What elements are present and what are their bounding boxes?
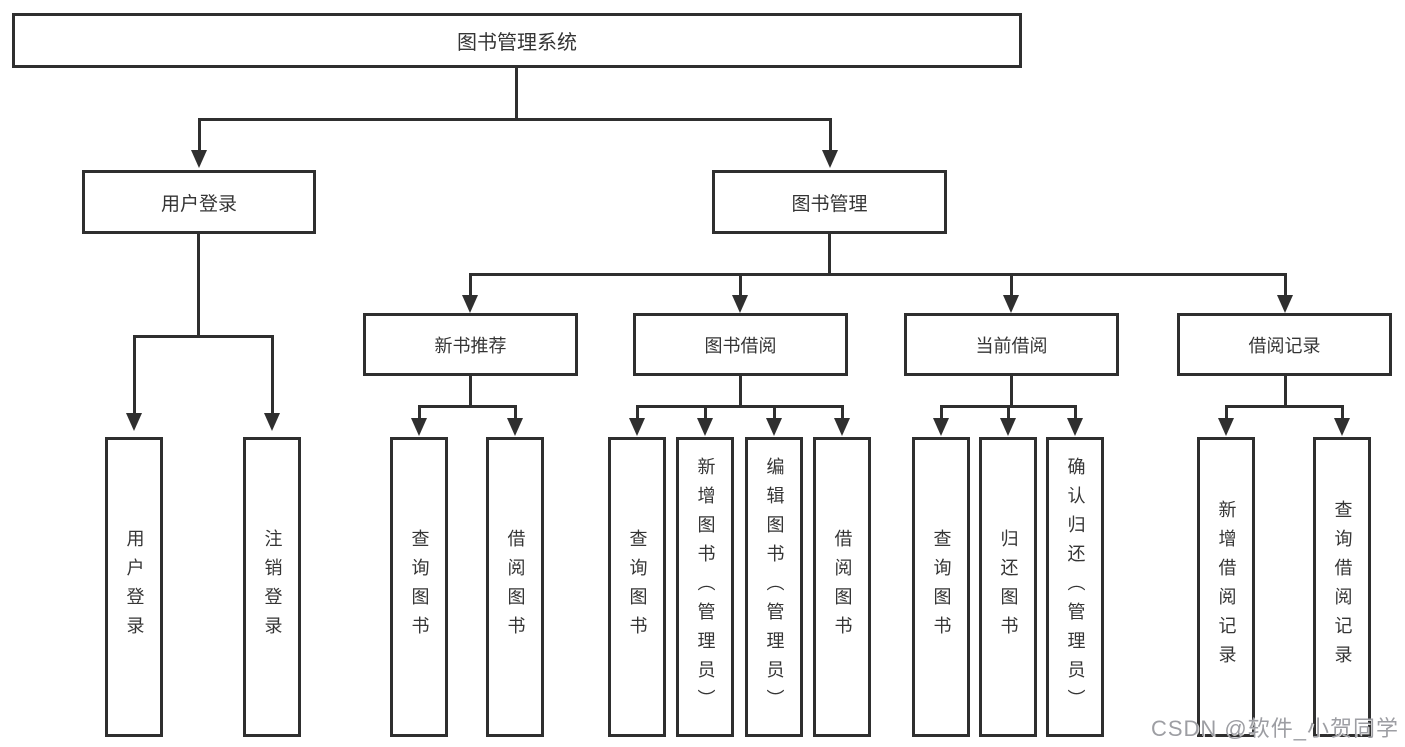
node-user-login: 用户登录: [82, 170, 316, 234]
leaf-borrow-books-2: 借阅图书: [813, 437, 871, 737]
arrowhead-icon: [126, 413, 142, 431]
arrowhead-icon: [462, 295, 478, 313]
leaf-add-borrow-record: 新增借阅记录: [1197, 437, 1255, 737]
connector-line: [636, 405, 844, 408]
arrow-stem: [133, 335, 136, 415]
arrow-stem: [704, 405, 707, 420]
node-label: 新书推荐: [434, 335, 507, 356]
node-label: 图书借阅: [704, 335, 777, 356]
arrow-stem: [198, 118, 201, 152]
leaf-label: 新增图书（管理员）: [695, 456, 716, 718]
leaf-add-books-admin: 新增图书（管理员）: [676, 437, 734, 737]
arrow-stem: [418, 405, 421, 420]
arrowhead-icon: [697, 418, 713, 436]
arrowhead-icon: [1277, 295, 1293, 313]
leaf-user-login: 用户登录: [105, 437, 163, 737]
arrow-stem: [271, 335, 274, 415]
node-label: 图书管理系统: [457, 32, 577, 54]
leaf-label: 借阅图书: [505, 529, 526, 645]
arrowhead-icon: [766, 418, 782, 436]
arrow-stem: [1225, 405, 1228, 420]
connector-line: [469, 376, 472, 408]
leaf-query-borrow-record: 查询借阅记录: [1313, 437, 1371, 737]
leaf-edit-books-admin: 编辑图书（管理员）: [745, 437, 803, 737]
leaf-label: 查询图书: [409, 529, 430, 645]
arrow-stem: [1007, 405, 1010, 420]
connector-line: [1225, 405, 1344, 408]
connector-line: [469, 273, 1287, 276]
connector-line: [515, 68, 518, 121]
arrow-stem: [773, 405, 776, 420]
node-label: 用户登录: [160, 193, 237, 215]
leaf-query-books: 查询图书: [390, 437, 448, 737]
leaf-label: 注销登录: [262, 529, 283, 645]
leaf-confirm-return-admin: 确认归还（管理员）: [1046, 437, 1104, 737]
node-book-management: 图书管理: [712, 170, 947, 234]
arrow-stem: [1341, 405, 1344, 420]
arrow-stem: [829, 118, 832, 152]
arrowhead-icon: [507, 418, 523, 436]
arrow-stem: [469, 273, 472, 297]
node-current-borrowing: 当前借阅: [904, 313, 1119, 376]
leaf-label: 编辑图书（管理员）: [764, 456, 785, 718]
node-book-borrowing: 图书借阅: [633, 313, 848, 376]
leaf-label: 借阅图书: [832, 529, 853, 645]
connector-line: [198, 118, 832, 121]
leaf-label: 查询图书: [931, 529, 952, 645]
connector-line: [1010, 376, 1013, 408]
leaf-label: 查询图书: [627, 529, 648, 645]
arrowhead-icon: [732, 295, 748, 313]
connector-line: [197, 234, 200, 338]
arrowhead-icon: [411, 418, 427, 436]
leaf-label: 归还图书: [998, 529, 1019, 645]
node-label: 图书管理: [791, 193, 868, 215]
arrowhead-icon: [629, 418, 645, 436]
arrowhead-icon: [1067, 418, 1083, 436]
arrowhead-icon: [834, 418, 850, 436]
arrowhead-icon: [822, 150, 838, 168]
arrow-stem: [841, 405, 844, 420]
leaf-query-books-2: 查询图书: [608, 437, 666, 737]
node-label: 当前借阅: [975, 335, 1048, 356]
leaf-borrow-books: 借阅图书: [486, 437, 544, 737]
leaf-return-books: 归还图书: [979, 437, 1037, 737]
arrowhead-icon: [264, 413, 280, 431]
connector-line: [1284, 376, 1287, 408]
leaf-label: 新增借阅记录: [1216, 500, 1237, 674]
leaf-label: 查询借阅记录: [1332, 500, 1353, 674]
csdn-watermark: CSDN @软件_小贺同学: [1150, 716, 1399, 741]
connector-line: [133, 335, 274, 338]
connector-line: [418, 405, 517, 408]
node-new-book-recommendation: 新书推荐: [363, 313, 578, 376]
arrow-stem: [1284, 273, 1287, 297]
arrowhead-icon: [933, 418, 949, 436]
leaf-query-books-3: 查询图书: [912, 437, 970, 737]
arrow-stem: [636, 405, 639, 420]
arrow-stem: [1074, 405, 1077, 420]
node-borrowing-records: 借阅记录: [1177, 313, 1392, 376]
arrowhead-icon: [1218, 418, 1234, 436]
arrowhead-icon: [1000, 418, 1016, 436]
arrowhead-icon: [191, 150, 207, 168]
arrow-stem: [514, 405, 517, 420]
arrow-stem: [940, 405, 943, 420]
leaf-label: 确认归还（管理员）: [1065, 456, 1086, 718]
arrowhead-icon: [1003, 295, 1019, 313]
node-library-system: 图书管理系统: [12, 13, 1022, 68]
leaf-label: 用户登录: [124, 529, 145, 645]
arrow-stem: [739, 273, 742, 297]
connector-line: [739, 376, 742, 408]
arrowhead-icon: [1334, 418, 1350, 436]
node-label: 借阅记录: [1248, 335, 1321, 356]
leaf-logout: 注销登录: [243, 437, 301, 737]
arrow-stem: [1010, 273, 1013, 297]
connector-line: [828, 234, 831, 276]
